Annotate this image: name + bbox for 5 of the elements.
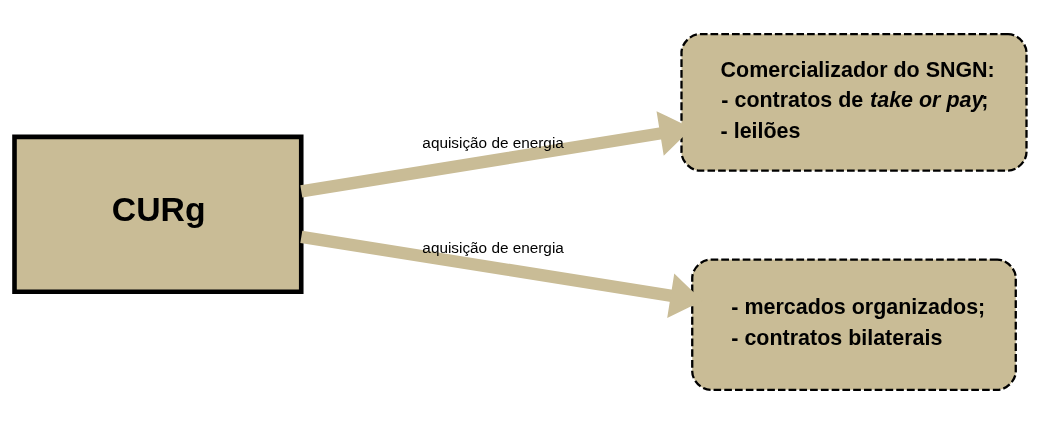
node-box: CURg (12, 134, 304, 294)
node-box: - mercados organizados; - contratos bilaterais (691, 257, 1017, 391)
edge-label: aquisição de energia (422, 238, 564, 256)
edge-label: aquisição de energia (422, 133, 564, 151)
node-box: Comercializador do SNGN: - contratos de take or pay; - leilões (680, 32, 1028, 172)
